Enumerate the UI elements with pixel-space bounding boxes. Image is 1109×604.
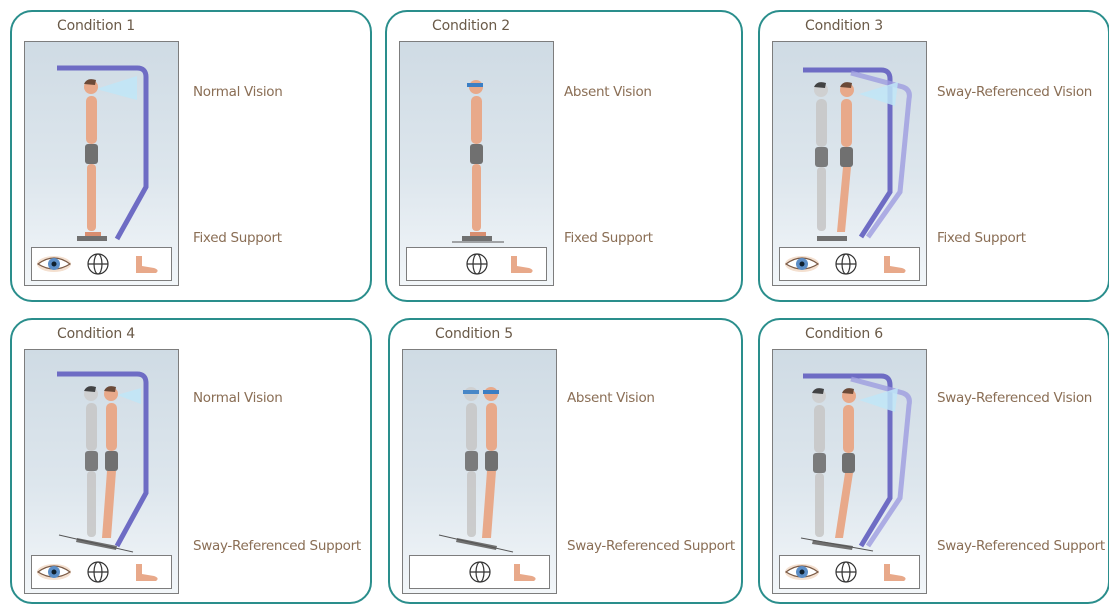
foot-icon	[511, 256, 533, 273]
eye-icon	[785, 256, 819, 272]
condition-panel-6: Condition 6	[758, 318, 1109, 604]
blindfold-icon	[463, 390, 479, 394]
condition-panel-4: Condition 4	[10, 318, 372, 604]
support-label: Sway-Referenced Support	[937, 538, 1105, 554]
support-platform	[817, 236, 847, 241]
vision-beam	[117, 388, 141, 404]
vestibular-icon	[836, 254, 856, 274]
foot-icon	[514, 564, 536, 581]
test-illustration	[402, 349, 557, 594]
reference-person	[812, 388, 826, 537]
foot-icon	[136, 564, 158, 581]
support-platform	[462, 236, 492, 241]
vestibular-icon	[470, 562, 490, 582]
sensory-inputs	[406, 247, 547, 281]
support-label: Sway-Referenced Support	[567, 538, 735, 554]
swaying-person	[482, 387, 499, 538]
condition-panel-2: Condition 2	[385, 10, 743, 302]
sensory-inputs	[31, 247, 172, 281]
vision-label: Absent Vision	[567, 390, 655, 406]
blindfold-icon	[483, 390, 499, 394]
test-illustration	[399, 41, 554, 286]
eye-icon	[37, 564, 71, 580]
vision-label: Absent Vision	[564, 84, 652, 100]
support-label: Fixed Support	[937, 230, 1026, 246]
support-label: Fixed Support	[564, 230, 653, 246]
test-illustration	[772, 41, 927, 286]
vision-label: Sway-Referenced Vision	[937, 390, 1092, 406]
foot-icon	[884, 564, 906, 581]
swaying-person	[102, 386, 118, 538]
swaying-person	[835, 388, 856, 538]
support-label: Sway-Referenced Support	[193, 538, 361, 554]
eye-icon	[785, 564, 819, 580]
standing-person	[84, 79, 101, 236]
vision-beam	[96, 76, 137, 100]
condition-title: Condition 5	[435, 326, 513, 342]
reference-person	[814, 82, 828, 231]
condition-title: Condition 3	[805, 18, 883, 34]
condition-panel-1: Condition 1	[10, 10, 372, 302]
foot-icon	[884, 256, 906, 273]
test-illustration	[24, 41, 179, 286]
vision-label: Sway-Referenced Vision	[937, 84, 1092, 100]
support-platform	[77, 236, 107, 241]
vestibular-icon	[88, 254, 108, 274]
sensory-inputs	[779, 555, 920, 589]
vision-label: Normal Vision	[193, 390, 283, 406]
support-label: Fixed Support	[193, 230, 282, 246]
reference-person	[84, 386, 98, 537]
condition-title: Condition 2	[432, 18, 510, 34]
reference-person	[463, 387, 479, 537]
test-illustration	[772, 349, 927, 594]
vision-label: Normal Vision	[193, 84, 283, 100]
blindfold-icon	[467, 83, 483, 87]
vision-beam	[859, 82, 898, 106]
condition-title: Condition 4	[57, 326, 135, 342]
eye-icon	[37, 256, 71, 272]
vestibular-icon	[836, 562, 856, 582]
condition-panel-5: Condition 5	[388, 318, 743, 604]
vision-beam	[859, 388, 898, 412]
swaying-person	[837, 82, 854, 232]
standing-person	[467, 80, 486, 236]
condition-title: Condition 6	[805, 326, 883, 342]
foot-icon	[136, 256, 158, 273]
sensory-inputs	[779, 247, 920, 281]
vestibular-icon	[88, 562, 108, 582]
condition-panel-3: Condition 3	[758, 10, 1109, 302]
condition-title: Condition 1	[57, 18, 135, 34]
test-illustration	[24, 349, 179, 594]
vestibular-icon	[467, 254, 487, 274]
sensory-inputs	[409, 555, 550, 589]
sensory-inputs	[31, 555, 172, 589]
